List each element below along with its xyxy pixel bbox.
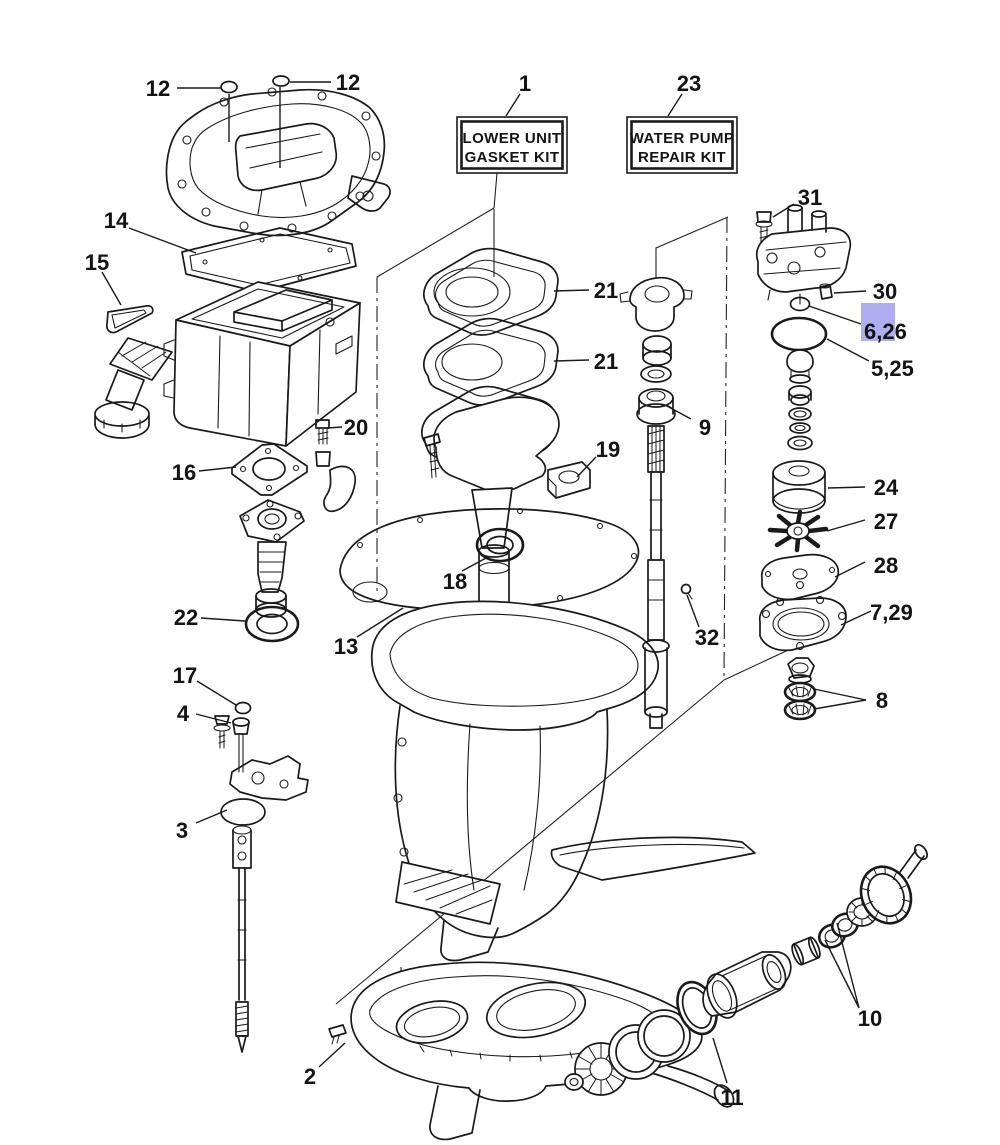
gasket-21-top — [423, 247, 559, 336]
grommet-4 — [232, 717, 250, 735]
stud-30 — [819, 283, 833, 300]
oring-3 — [220, 798, 266, 826]
bearing-ring-2 — [637, 1009, 691, 1063]
propeller-shaft-stub — [899, 843, 929, 879]
callout-11[interactable]: 11 — [720, 1085, 743, 1110]
callout-19[interactable]: 19 — [596, 437, 620, 462]
callout-labels: 12 12 1 23 14 15 21 21 20 19 9 16 18 13 … — [85, 70, 914, 1110]
thrust-washer — [564, 1073, 584, 1091]
carrier-bearing-ring — [859, 865, 913, 925]
callout-24[interactable]: 24 — [874, 475, 899, 500]
pump-base-assembly — [239, 499, 305, 618]
callout-9[interactable]: 9 — [699, 415, 711, 440]
pump-nut — [787, 657, 815, 684]
seals-8 — [783, 681, 817, 721]
oring-5-25 — [770, 316, 828, 352]
bushing — [791, 936, 821, 966]
oring-17 — [234, 701, 252, 715]
gasket-28 — [760, 553, 840, 601]
shift-rod — [232, 825, 252, 1053]
shift-cam-bracket — [229, 733, 309, 801]
lower-unit-gasket-kit-box: LOWER UNIT GASKET KIT — [456, 116, 568, 174]
bearing-carrier — [702, 951, 792, 1019]
kit-box-1-line-1: LOWER UNIT — [463, 130, 562, 147]
seal-18 — [475, 527, 525, 563]
callout-4[interactable]: 4 — [177, 701, 190, 726]
seal-22 — [244, 605, 300, 643]
water-pickup — [94, 337, 173, 439]
upper-casing — [163, 281, 361, 447]
callout-15[interactable]: 15 — [85, 250, 109, 275]
pump-insert-cup-24 — [772, 460, 826, 514]
water-pump-housing — [755, 204, 852, 305]
clip-32 — [680, 583, 693, 600]
drive-shaft-housing-cap — [423, 396, 560, 657]
callout-7-29[interactable]: 7,29 — [870, 600, 913, 625]
gasket-13 — [339, 507, 640, 614]
exhaust-guide-housing — [165, 87, 391, 237]
kit-boundary-lines — [335, 172, 800, 1046]
oring-12-right — [272, 75, 290, 87]
impeller-27 — [767, 509, 829, 553]
callout-17[interactable]: 17 — [173, 663, 197, 688]
callout-14[interactable]: 14 — [104, 208, 129, 233]
kit-box-2-line-2: REPAIR KIT — [638, 149, 726, 166]
callout-13[interactable]: 13 — [334, 634, 358, 659]
callout-21-bottom[interactable]: 21 — [594, 349, 618, 374]
callout-23[interactable]: 23 — [677, 71, 701, 96]
callout-10[interactable]: 10 — [858, 1006, 882, 1031]
callout-8[interactable]: 8 — [876, 688, 888, 713]
callout-12-right[interactable]: 12 — [336, 70, 360, 95]
lower-casing — [370, 600, 756, 962]
callout-2[interactable]: 2 — [304, 1064, 316, 1089]
seal-15 — [106, 305, 154, 334]
callout-21-top[interactable]: 21 — [594, 278, 618, 303]
callout-20[interactable]: 20 — [344, 415, 368, 440]
callout-3[interactable]: 3 — [176, 818, 188, 843]
shift-rod-screw — [213, 715, 231, 749]
pump-plate-7-29 — [758, 595, 847, 652]
driveshaft-assembly — [619, 276, 693, 729]
grommet-19 — [547, 461, 591, 499]
callout-highlight — [861, 303, 895, 341]
callout-5-25[interactable]: 5,25 — [871, 356, 914, 381]
gasket-21-bottom — [423, 317, 559, 406]
callout-32[interactable]: 32 — [695, 625, 719, 650]
callout-27[interactable]: 27 — [874, 509, 898, 534]
callout-18[interactable]: 18 — [443, 569, 467, 594]
pump-small-parts-stack — [786, 349, 814, 451]
callout-28[interactable]: 28 — [874, 553, 898, 578]
gasket-14 — [181, 227, 357, 293]
callout-30[interactable]: 30 — [873, 279, 897, 304]
kit-box-2-line-1: WATER PUMP — [630, 130, 735, 147]
callout-6-26[interactable]: 6,26 — [864, 319, 907, 344]
gasket-16 — [231, 443, 308, 496]
callout-1[interactable]: 1 — [519, 71, 531, 96]
water-pump-repair-kit-box: WATER PUMP REPAIR KIT — [626, 116, 738, 174]
callout-22[interactable]: 22 — [174, 605, 198, 630]
leader-lines — [101, 81, 872, 1084]
kit-box-1-line-2: GASKET KIT — [465, 149, 560, 166]
callout-16[interactable]: 16 — [172, 460, 196, 485]
callout-12-left[interactable]: 12 — [146, 76, 170, 101]
callout-31[interactable]: 31 — [798, 185, 822, 210]
oring-12-left — [220, 80, 238, 94]
anode-screw-2 — [328, 1024, 347, 1045]
oring-6-26 — [789, 296, 811, 312]
